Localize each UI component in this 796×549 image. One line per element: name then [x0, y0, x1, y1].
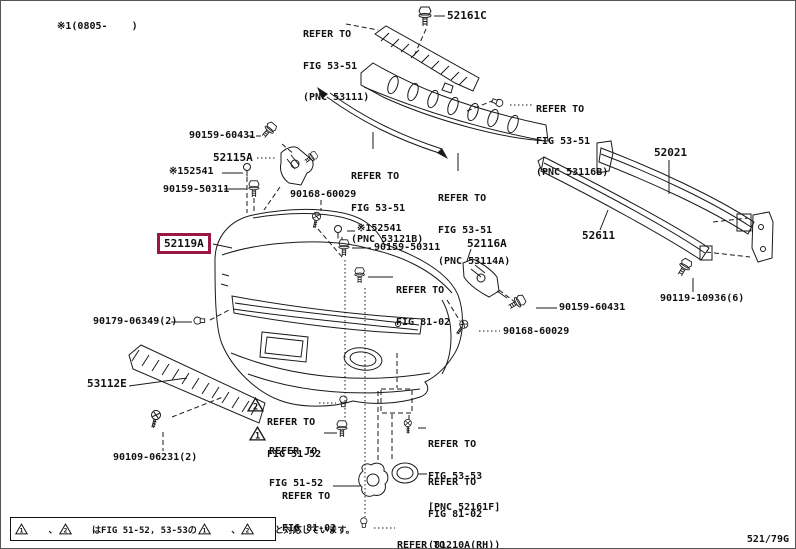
- part-label-152541-a[interactable]: ※152541: [169, 166, 214, 177]
- warning-triangle-2-icon: 2: [241, 503, 274, 548]
- svg-text:2: 2: [63, 527, 67, 535]
- svg-text:1: 1: [20, 527, 24, 535]
- refer-note-52161F: REFER TO FIG 53-53 [PNC 52161F]: [428, 439, 501, 513]
- part-label-52021[interactable]: 52021: [654, 146, 688, 159]
- radiator-support-bar-art: [374, 25, 480, 94]
- connector-lines-dotted: [257, 104, 533, 529]
- highlighted-part-52119A[interactable]: 52119A: [157, 233, 211, 254]
- clip-53116B-icon: [490, 96, 505, 108]
- part-label-90168-60029-a[interactable]: 90168-60029: [290, 189, 357, 200]
- bolt-fig8102-icon: [354, 267, 365, 284]
- part-label-90159-50311-a[interactable]: 90159-50311: [163, 184, 230, 195]
- page-code: 521/79G: [746, 534, 789, 545]
- end-bracket-art: [751, 211, 774, 263]
- bolt-fig5152-icon: [336, 420, 348, 438]
- part-label-90159-60431-b[interactable]: 90159-60431: [559, 302, 626, 313]
- warning-triangle-1-icon: 1: [15, 503, 48, 548]
- clip-fig5152-icon: [339, 395, 348, 408]
- refer-note-8102-81481G: REFER TO FIG 81-02 (81481G(RH)) (81482E(…: [282, 491, 337, 534]
- refer-note-53111: REFER TO FIG 53-51 (PNC 53111): [303, 29, 370, 103]
- revision-note: ※1(0805- ): [57, 21, 138, 32]
- refer-note-5152-tri1: 1 REFER TO FIG 51-52: [249, 426, 323, 510]
- connector-lines-dashed: [162, 23, 751, 462]
- refer-note-8102-81210A: REFER TO FIG 81-02 (81210A(RH)) (81220(L…: [428, 477, 501, 549]
- bolt-90119-10936-icon: [674, 256, 694, 279]
- bracket-52115A-art: [280, 146, 314, 186]
- part-label-90119-10936[interactable]: 90119-10936(6): [660, 293, 745, 304]
- svg-text:1: 1: [202, 527, 206, 535]
- warning-triangle-2-icon: 2: [58, 503, 92, 548]
- beam-52611-art: [537, 156, 713, 261]
- leader-lines: [128, 15, 694, 487]
- clip-152541-icon: [243, 163, 251, 177]
- grille-art: [360, 62, 549, 142]
- svg-text:1: 1: [255, 431, 260, 441]
- part-label-90168-60029-b[interactable]: 90168-60029: [503, 326, 570, 337]
- warning-triangle-2-icon: 2: [247, 397, 264, 412]
- refer-note-53121B: REFER TO FIG 53-51 (PNC 53121B): [351, 171, 424, 245]
- screw-52161F-icon: [403, 418, 412, 434]
- warning-triangle-1-icon: 1: [197, 503, 231, 548]
- part-label-90179-06349[interactable]: 90179-06349(2): [93, 316, 178, 327]
- absorber-53112E-art: [128, 344, 266, 424]
- clip-152541-b-icon: [334, 225, 342, 239]
- svg-text:2: 2: [246, 527, 250, 535]
- part-label-90159-50311-b[interactable]: 90159-50311: [374, 242, 441, 253]
- part-label-52161C[interactable]: 52161C: [447, 9, 487, 22]
- bolt-90159-60431-icon: [259, 120, 279, 141]
- clip-fig8102-bottom-icon: [360, 517, 368, 528]
- refer-note-8102-bottom: REFER TO FIG 81-02: [397, 540, 446, 549]
- molding-strip-art: [317, 87, 448, 159]
- refer-note-5152-tri2: 2 REFER TO FIG 51-52: [247, 397, 321, 481]
- fog-bracket-art: [358, 462, 389, 497]
- bolt-90159-50311-b-icon: [338, 239, 350, 257]
- svg-text:2: 2: [253, 402, 258, 412]
- part-label-53112E[interactable]: 53112E: [87, 377, 127, 390]
- part-label-52115A[interactable]: 52115A: [213, 151, 253, 164]
- part-label-152541-b[interactable]: ※152541: [357, 223, 402, 234]
- bolt-90159-60431-b-icon: [506, 293, 528, 313]
- bolt-52161C-icon: [418, 6, 432, 27]
- refer-note-8102-mid: REFER TO FIG 81-02: [396, 285, 451, 328]
- part-label-52116A[interactable]: 52116A: [467, 237, 507, 250]
- refer-note-53116B: REFER TO FIG 53-51 (PNC 53116B): [536, 104, 609, 178]
- clip-90179-06349-icon: [193, 316, 206, 325]
- part-label-52611[interactable]: 52611: [582, 229, 616, 242]
- part-label-90109-06231[interactable]: 90109-06231(2): [113, 452, 198, 463]
- screw-90109-06231-icon: [147, 408, 163, 430]
- warning-triangle-1-icon: 1: [249, 426, 266, 441]
- bolt-90159-50311-icon: [248, 180, 260, 198]
- fog-lamp-art: [391, 462, 419, 484]
- bumper-cover-art: [214, 208, 463, 407]
- bracket-fastener-icon: [302, 150, 320, 166]
- refer-note-53114A: REFER TO FIG 53-51 (PNC 53114A): [438, 193, 511, 267]
- part-label-90159-60431-a[interactable]: 90159-60431: [189, 130, 256, 141]
- beam-52021-art: [596, 140, 755, 235]
- bracket-52116A-art: [462, 258, 508, 299]
- footnote-box: 1 、 2 はFIG 51-52, 53-53の 1 、 2 と対応しています。: [10, 517, 355, 541]
